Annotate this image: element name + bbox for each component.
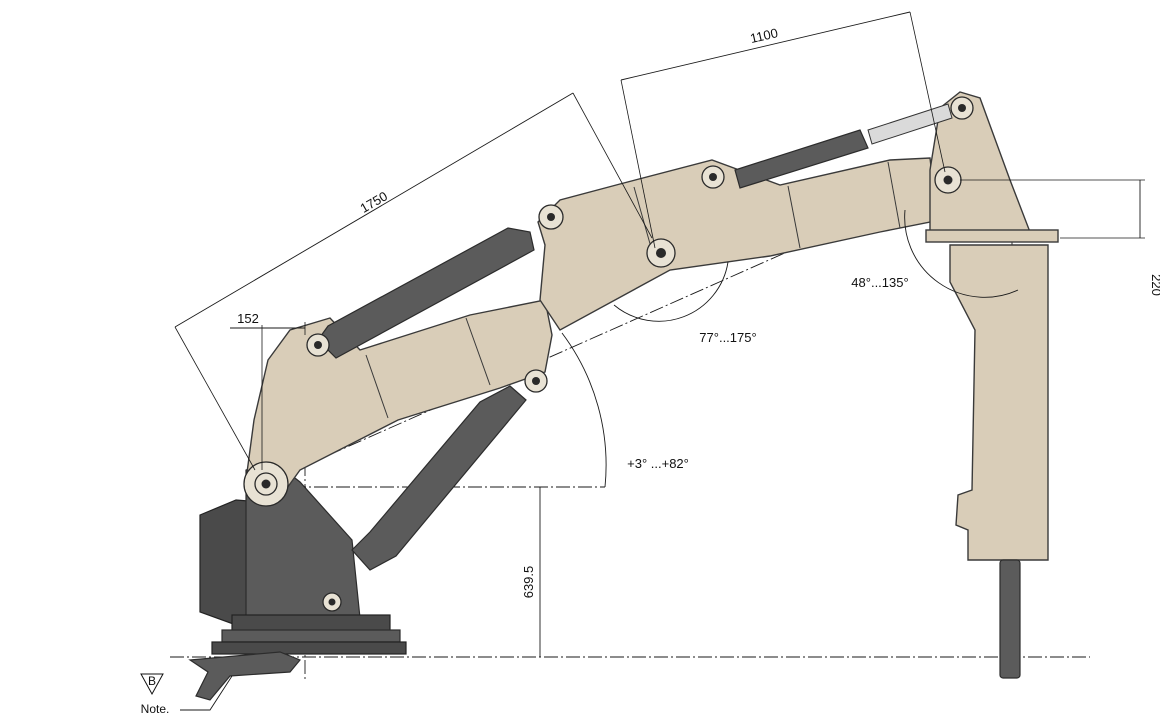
tool-pin-center-icon <box>943 175 953 185</box>
base-flange-mid <box>221 629 401 643</box>
dim-label-1100: 1100 <box>749 25 780 46</box>
boom-cylinder-pin-center-icon <box>314 341 322 349</box>
ext-line-1750-right <box>572 92 653 239</box>
section-triangle-icon <box>140 673 164 696</box>
lift-cylinder <box>351 385 527 571</box>
hydraulic-cylinders <box>317 103 953 571</box>
dim-line-1100 <box>620 11 911 81</box>
ext-line-1100-left <box>620 79 656 249</box>
base-flange-top <box>231 614 391 632</box>
arc-tool-range <box>904 209 1019 298</box>
section-marker-label: B <box>148 674 156 688</box>
hammer-chisel <box>999 559 1021 679</box>
elbow-pin-center-icon <box>656 248 666 258</box>
base-hose <box>188 651 301 701</box>
note-leader-line <box>180 675 233 711</box>
lower-arm-seam-2 <box>465 317 491 386</box>
arc-upper-arm-range <box>613 261 729 322</box>
note-label: Note. <box>141 702 170 716</box>
stick-cylinder <box>734 129 869 189</box>
arc-lower-arm-range <box>561 332 607 488</box>
base-pin-center-icon <box>328 598 336 606</box>
dimension-tool-offset: 220 <box>960 179 1160 296</box>
angle-label-lower-arm: +3° ...+82° <box>627 456 689 471</box>
lift-cylinder-pin-center-icon <box>532 377 540 385</box>
tool-flange <box>925 229 1059 243</box>
pins <box>243 96 974 507</box>
dim-label-1750: 1750 <box>357 188 390 215</box>
upper-arm-seam-2 <box>787 185 801 249</box>
upper-arm-body <box>537 157 936 331</box>
dim-label-152: 152 <box>237 311 259 326</box>
angle-arcs: +3° ...+82° 77°...175° 48°...135° <box>561 209 1019 488</box>
angle-label-upper-arm: 77°...175° <box>699 330 756 345</box>
lower-arm-seam-1 <box>365 354 389 419</box>
ext-line-1100-right <box>909 11 946 173</box>
dimension-upper-arm: 1100 <box>620 11 946 249</box>
hydraulic-hammer <box>949 244 1049 679</box>
angle-label-tool: 48°...135° <box>851 275 908 290</box>
ext-line-1750-left <box>174 326 256 471</box>
dimension-base-offset: 152 <box>230 311 306 470</box>
stick-cylinder-pin-center-icon <box>709 173 717 181</box>
upper-arm-rear-pin-center-icon <box>547 213 555 221</box>
note-marker: B Note. <box>140 673 233 716</box>
dim-label-220: 220 <box>1149 274 1160 296</box>
main-pivot-pin-center-icon <box>261 479 271 489</box>
upper-arm-seam-3 <box>887 161 901 229</box>
upper-arm <box>537 157 936 331</box>
hammer-body <box>949 244 1049 561</box>
dim-label-639-5: 639.5 <box>521 566 536 599</box>
dim-line-1750 <box>174 92 574 328</box>
dimension-pivot-height: 639.5 <box>521 487 541 657</box>
base-flange-bottom <box>211 641 407 655</box>
base-assembly <box>188 459 407 701</box>
stick-cylinder-rod <box>867 103 953 145</box>
boom-cylinder <box>317 227 535 359</box>
rod-end-pin-center-icon <box>958 104 966 112</box>
